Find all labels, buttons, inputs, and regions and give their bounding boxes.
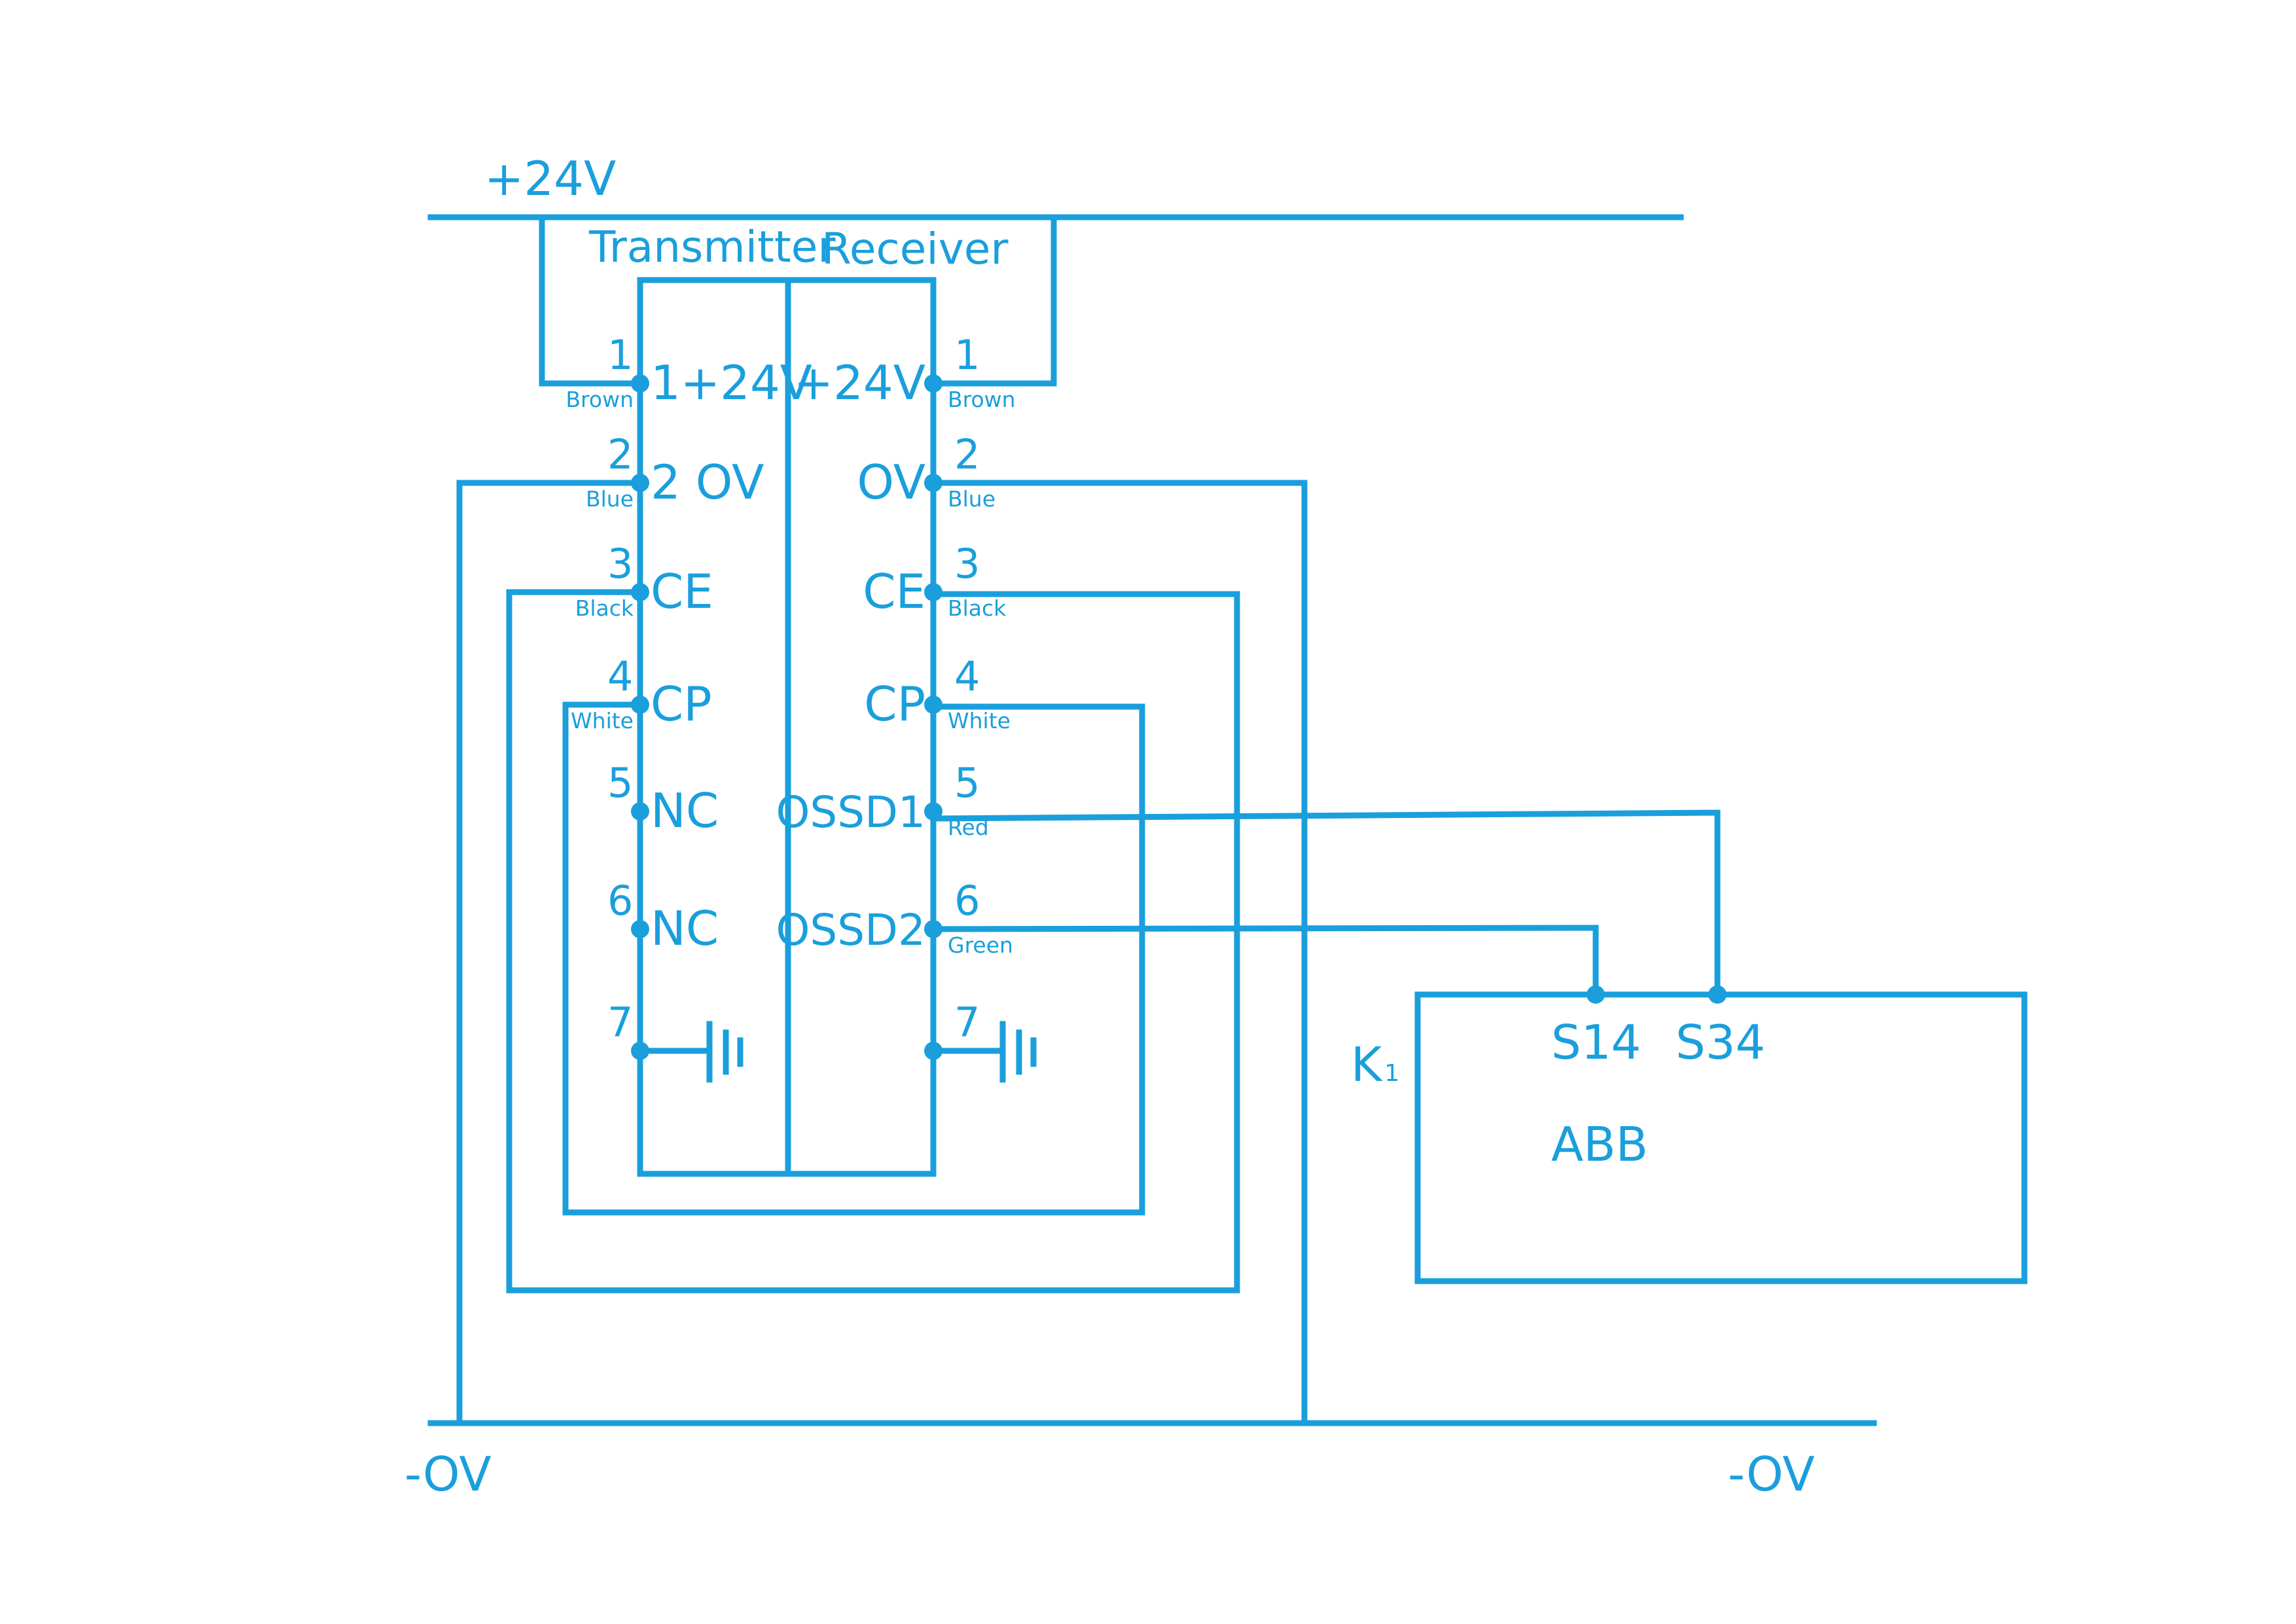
transmitter-pin-1-dot [631,374,649,393]
transmitter-pin-label: NC [651,783,719,838]
transmitter-pin-label: 1+24V [651,355,812,410]
receiver-pin-number: 4 [954,652,980,700]
transmitter-pin-label: CP [651,677,712,732]
transmitter-earth-icon [637,1021,744,1083]
transmitter-pin-7: 7 [607,998,649,1060]
receiver-pin-number: 1 [954,331,980,379]
receiver-pins: 1Brown+24V2BlueOV3BlackCE4WhiteCP5RedOSS… [776,331,1016,1060]
receiver-pin-label: OSSD2 [776,905,925,955]
transmitter-pin-label: NC [651,901,719,956]
plus-24v-feed-wire [539,214,1057,387]
plus-24v-rail-label: +24V [484,151,616,206]
minus-0v-right-label: -OV [1728,1447,1815,1502]
receiver-wire-color: White [948,708,1011,733]
transmitter-0v-wire [456,480,643,1426]
transmitter-pin-3-dot [631,583,649,601]
receiver-body [785,277,937,1177]
receiver-wire-color: Red [948,815,989,840]
transmitter-pin-5: 5NC [607,759,719,838]
receiver-pin-label: OSSD1 [776,787,925,838]
receiver-pin-1-dot [924,374,942,393]
receiver-wire-color: Blue [948,486,996,512]
minus-0v-left-label: -OV [404,1447,492,1502]
receiver-wire-color: Green [948,932,1013,958]
receiver-pin-number: 5 [954,759,980,807]
ossd1-wire [930,809,1721,998]
transmitter-pin-number: 2 [607,431,633,478]
receiver-wire-color: Black [948,595,1007,621]
transmitter-pin-2-dot [631,474,649,492]
transmitter-pin-5-dot [631,802,649,821]
transmitter-wire-color: White [571,708,634,733]
receiver-pin-number: 7 [954,998,980,1046]
relay-terminal-s14-label: S14 [1551,1015,1641,1070]
receiver-pin-7: 7 [924,998,980,1060]
transmitter-pin-6: 6NC [607,877,719,956]
transmitter-wire-color: Blue [586,486,634,512]
transmitter-pin-number: 4 [607,652,633,700]
receiver-pin-label: CP [864,677,925,732]
transmitter-wire-color: Brown [565,387,634,412]
receiver-pin-6-dot [924,920,942,938]
transmitter-wire-color: Black [575,595,634,621]
receiver-pin-2-dot [924,474,942,492]
receiver-title: Receiver [821,224,1009,274]
receiver-wire-color: Brown [948,387,1016,412]
receiver-earth-icon [930,1021,1037,1083]
relay-terminal-s34-label: S34 [1676,1015,1765,1070]
transmitter-pin-7-dot [631,1042,649,1060]
receiver-pin-label: +24V [794,355,925,410]
transmitter-pin-label: CE [651,564,713,619]
relay-maker-label: ABB [1551,1117,1648,1172]
receiver-pin-label: OV [857,455,925,510]
receiver-pin-3-dot [924,583,942,601]
receiver-0v-wire [930,480,1308,1426]
relay-terminal-s14-dot [1587,985,1605,1004]
sensor-body [637,277,937,1177]
receiver-pin-5-dot [924,802,942,821]
receiver-pin-7-dot [924,1042,942,1060]
relay-terminal-s34-dot [1708,985,1727,1004]
transmitter-pin-number: 6 [607,877,633,925]
receiver-pin-number: 2 [954,431,980,478]
transmitter-pin-number: 5 [607,759,633,807]
receiver-pin-4-dot [924,696,942,714]
cp-link-wire [562,701,1145,1216]
transmitter-pin-number: 3 [607,540,633,588]
transmitter-pin-number: 1 [607,331,633,379]
transmitter-title: Transmitter [588,222,836,272]
transmitter-pin-4-dot [631,696,649,714]
ossd2-wire [930,925,1599,998]
receiver-pin-number: 3 [954,540,980,588]
transmitter-pin-label: 2 OV [651,455,764,510]
receiver-pin-label: CE [863,564,925,619]
ce-link-wire [506,589,1240,1294]
transmitter-pin-6-dot [631,920,649,938]
transmitter-pin-number: 7 [607,998,633,1046]
receiver-pin-number: 6 [954,877,980,925]
